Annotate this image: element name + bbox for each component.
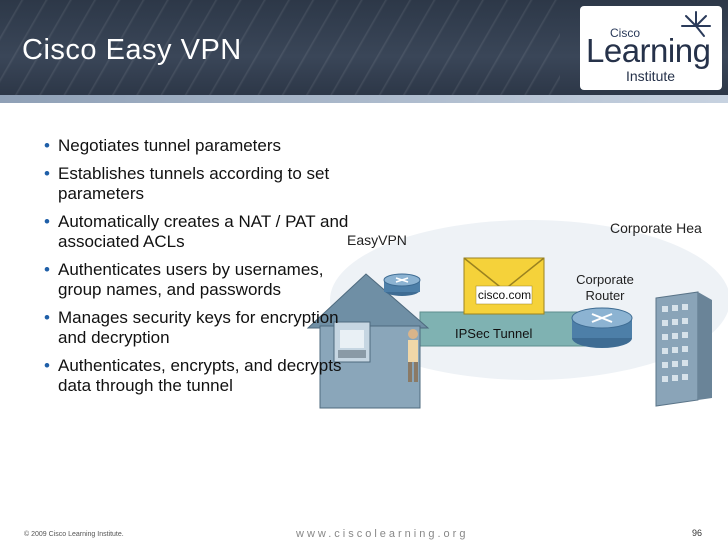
bullet-dot-icon: • bbox=[44, 164, 50, 183]
logo-institute-text: Institute bbox=[626, 68, 676, 84]
envelope-label: cisco.com bbox=[477, 288, 532, 302]
bullet-text: Manages security keys for encryption and… bbox=[58, 308, 339, 347]
envelope-icon bbox=[463, 257, 545, 315]
easyvpn-router-icon bbox=[383, 273, 421, 296]
easy-vpn-diagram: Corporate Hea EasyVPN cisco.com Corporat… bbox=[300, 200, 728, 470]
bullet-text: Authenticates, encrypts, and decrypts da… bbox=[58, 356, 342, 395]
bullet-dot-icon: • bbox=[44, 212, 50, 231]
bullet-item: • Authenticates, encrypts, and decrypts d… bbox=[44, 356, 364, 396]
cisco-learning-institute-logo: Cisco Learning Institute bbox=[580, 6, 722, 90]
bullet-text: Authenticates users by usernames, group … bbox=[58, 260, 324, 299]
bullet-text: Automatically creates a NAT / PAT and as… bbox=[58, 212, 349, 251]
bullet-dot-icon: • bbox=[44, 308, 50, 327]
starburst-icon bbox=[681, 11, 711, 37]
bullet-item: • Automatically creates a NAT / PAT and a… bbox=[44, 212, 364, 252]
corporate-router-label-line1: Corporate bbox=[576, 272, 634, 287]
header-band bbox=[0, 95, 728, 103]
bullet-item: • Manages security keys for encryption an… bbox=[44, 308, 364, 348]
logo-cisco-text: Cisco bbox=[610, 26, 641, 40]
header-texture bbox=[0, 0, 560, 103]
user-person-icon bbox=[408, 329, 418, 382]
corporate-router-label-line2: Router bbox=[585, 288, 625, 303]
bullet-text: Establishes tunnels according to set par… bbox=[58, 164, 330, 203]
network-diagram-art bbox=[306, 220, 728, 409]
feature-bullet-list: • Negotiates tunnel parameters • Establish… bbox=[44, 136, 364, 404]
corporate-building-icon bbox=[655, 291, 712, 407]
slide-header: Cisco Easy VPN Cisco Learning Institute bbox=[0, 0, 728, 103]
bullet-item: • Negotiates tunnel parameters bbox=[44, 136, 364, 156]
bullet-dot-icon: • bbox=[44, 260, 50, 279]
easyvpn-label: EasyVPN bbox=[347, 232, 407, 248]
ipsec-tunnel-label: IPSec Tunnel bbox=[455, 326, 533, 341]
corporate-router-icon bbox=[571, 307, 633, 348]
logo-learning-text: Learning bbox=[586, 32, 711, 69]
bullet-text: Negotiates tunnel parameters bbox=[58, 136, 282, 155]
home-office-house-icon bbox=[306, 273, 430, 409]
bullet-item: • Authenticates users by usernames, group… bbox=[44, 260, 364, 300]
corporate-headquarters-label: Corporate Hea bbox=[610, 220, 702, 236]
slide-page-number: 96 bbox=[692, 528, 703, 538]
corporate-router-label: Corporate Router bbox=[570, 272, 640, 304]
footer-copyright: © 2009 Cisco Learning Institute. bbox=[24, 531, 124, 538]
footer-website: www.ciscolearning.org bbox=[296, 528, 469, 540]
bullet-item: • Establishes tunnels according to set pa… bbox=[44, 164, 364, 204]
bullet-dot-icon: • bbox=[44, 356, 50, 375]
bullet-dot-icon: • bbox=[44, 136, 50, 155]
slide-title: Cisco Easy VPN bbox=[22, 34, 242, 66]
